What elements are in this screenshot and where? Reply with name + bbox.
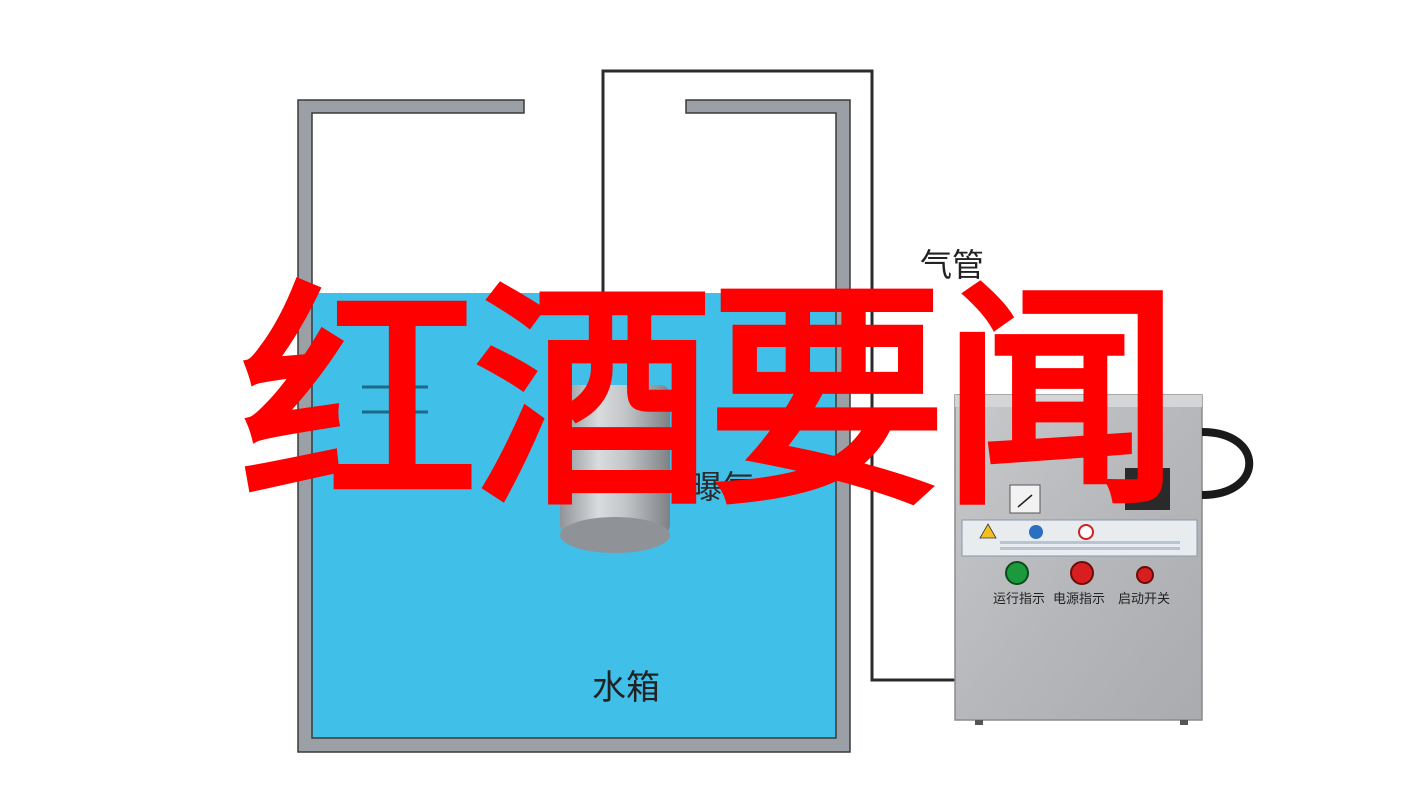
- box-handle: [1201, 428, 1254, 499]
- water-tank-label: 水箱: [592, 668, 660, 708]
- start-switch-label: 启动开关: [1118, 592, 1171, 607]
- run-indicator-label: 运行指示: [993, 592, 1046, 607]
- diffuser: [560, 385, 670, 553]
- run-indicator-button: [1005, 561, 1029, 585]
- power-indicator-button: [1070, 561, 1094, 585]
- power-indicator-label: 电源指示: [1053, 592, 1106, 607]
- diffuser-label: 曝气: [690, 468, 755, 506]
- tank-wall: [297, 99, 851, 753]
- water-level-marks: [362, 385, 428, 414]
- air-pipe-label: 气管: [920, 246, 985, 284]
- start-switch-button: [1136, 566, 1154, 584]
- control-box: [954, 394, 1254, 725]
- overlay-title: 红酒要闻: [240, 262, 1180, 539]
- air-pipe: [601, 69, 955, 682]
- meter: [1009, 484, 1041, 514]
